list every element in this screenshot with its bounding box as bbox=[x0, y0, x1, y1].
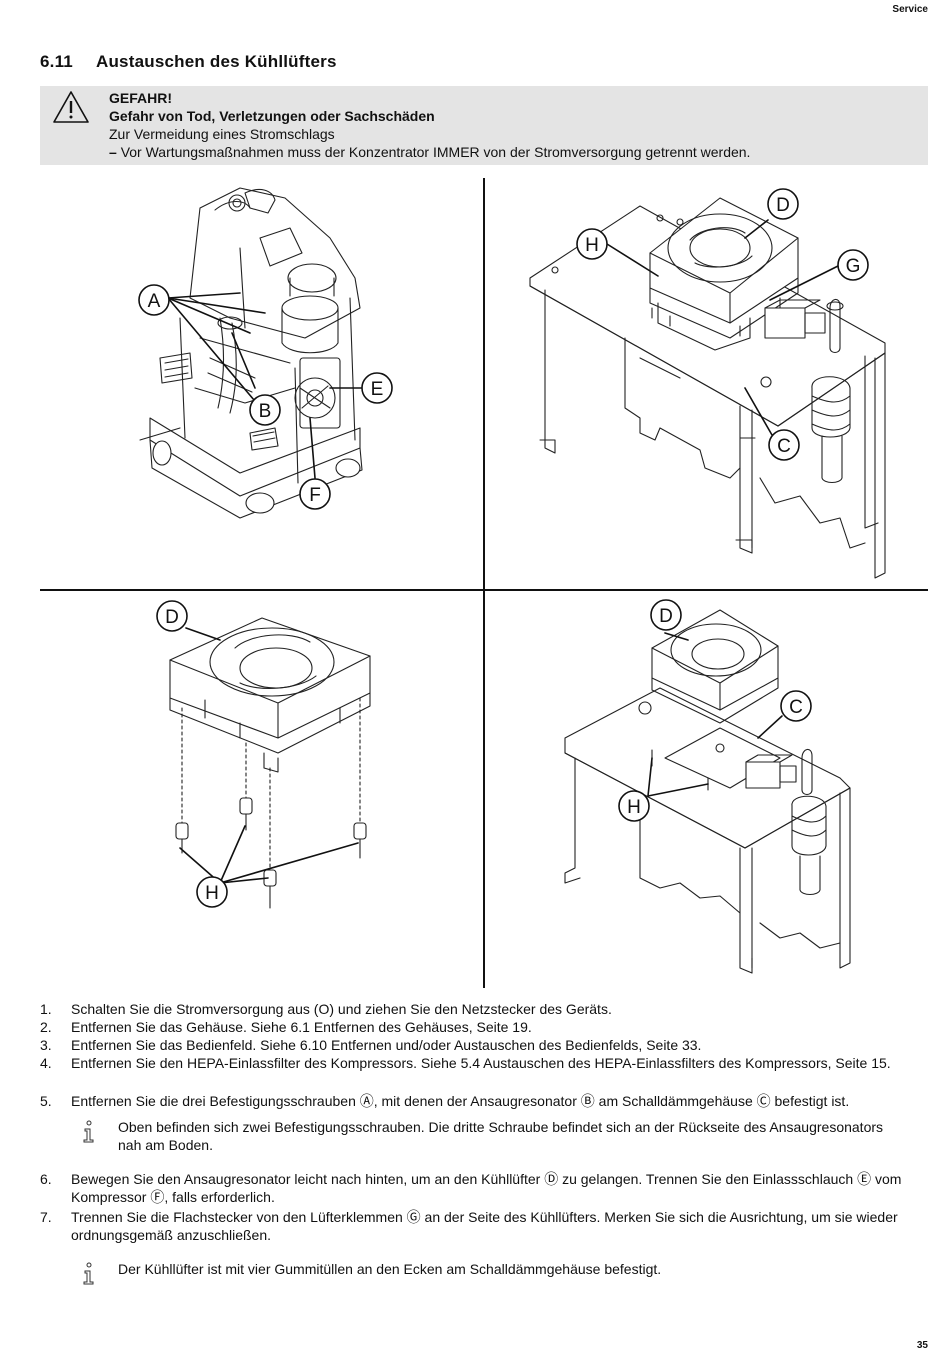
callout-h-top bbox=[576, 228, 608, 260]
callout-b bbox=[249, 394, 281, 426]
callout-e bbox=[361, 372, 393, 404]
warning-subheading: Gefahr von Tod, Verletzungen oder Sachsc… bbox=[109, 108, 435, 124]
page-number: 35 bbox=[916, 1340, 928, 1351]
callout-h-top-label: H bbox=[585, 235, 599, 256]
callout-f bbox=[299, 478, 331, 510]
callout-f-label: F bbox=[309, 485, 321, 506]
section-title-text: Austauschen des Kühllüfters bbox=[96, 52, 337, 71]
callout-h-left bbox=[196, 876, 228, 908]
callout-a bbox=[138, 284, 170, 316]
step-number: 1. bbox=[40, 1001, 52, 1017]
step-number: 3. bbox=[40, 1037, 52, 1053]
illustration-grid: A B E F bbox=[40, 178, 928, 988]
warning-text: Zur Vermeidung eines Stromschlags bbox=[109, 126, 335, 142]
callout-h-right bbox=[618, 790, 650, 822]
step-number: 6. bbox=[40, 1171, 52, 1187]
callout-e-label: E bbox=[371, 379, 384, 400]
callout-d-left-label: D bbox=[165, 607, 179, 628]
callout-d-top-label: D bbox=[776, 195, 790, 216]
callout-c-right bbox=[780, 690, 812, 722]
callout-c-top bbox=[768, 429, 800, 461]
concentrator-interior-illustration bbox=[139, 187, 363, 519]
callout-d-right bbox=[650, 599, 682, 631]
callout-c-top-label: C bbox=[777, 436, 791, 457]
warning-heading: GEFAHR! bbox=[109, 90, 172, 106]
step-number: 2. bbox=[40, 1019, 52, 1035]
step-number: 4. bbox=[40, 1055, 52, 1071]
danger-warning-box: GEFAHR! Gefahr von Tod, Verletzungen ode… bbox=[40, 86, 928, 165]
enclosure-fan-illustration bbox=[529, 197, 886, 579]
fan-removed-enclosure-illustration bbox=[564, 609, 851, 974]
step-text: Bewegen Sie den Ansaugresonator leicht n… bbox=[71, 1171, 902, 1205]
warning-bullet: – Vor Wartungsmaßnahmen muss der Konzent… bbox=[109, 143, 750, 161]
step-text: Entfernen Sie das Gehäuse. Siehe 6.1 Ent… bbox=[71, 1019, 532, 1035]
callout-d-left bbox=[156, 600, 188, 632]
step-text: Entfernen Sie das Bedienfeld. Siehe 6.10… bbox=[71, 1037, 702, 1053]
step-text: Entfernen Sie die drei Befestigungsschra… bbox=[71, 1093, 850, 1109]
callout-a-label: A bbox=[148, 291, 161, 312]
warning-triangle-icon bbox=[53, 91, 89, 123]
rubber-grommet bbox=[353, 822, 367, 859]
callout-h-left-label: H bbox=[205, 883, 219, 904]
exploded-fan-illustration bbox=[169, 617, 371, 909]
info-icon bbox=[83, 1262, 94, 1285]
callout-c-right-label: C bbox=[789, 697, 803, 718]
step-number: 5. bbox=[40, 1093, 52, 1109]
info-icon bbox=[83, 1120, 94, 1143]
callout-g bbox=[837, 249, 869, 281]
header-section-label: Service bbox=[892, 4, 928, 15]
section-number: 6.11 bbox=[40, 52, 73, 71]
page-title: 6.11 Austauschen des Kühllüfters bbox=[40, 52, 337, 72]
rubber-grommet bbox=[263, 869, 277, 909]
step-text: Schalten Sie die Stromversorgung aus (O)… bbox=[71, 1001, 612, 1017]
step-text: Entfernen Sie den HEPA-Einlassfilter des… bbox=[71, 1055, 891, 1071]
warning-bullet-dash: – bbox=[109, 144, 117, 160]
callout-d-top bbox=[767, 188, 799, 220]
rubber-grommet bbox=[175, 822, 189, 854]
callout-g-label: G bbox=[846, 256, 861, 277]
step-text: Trennen Sie die Flachstecker von den Lüf… bbox=[71, 1209, 898, 1243]
callout-b-label: B bbox=[259, 401, 272, 422]
rubber-grommet bbox=[239, 797, 253, 831]
step-number: 7. bbox=[40, 1209, 52, 1225]
info-note-text: Oben befinden sich zwei Befestigungsschr… bbox=[118, 1119, 884, 1153]
callout-d-right-label: D bbox=[659, 606, 673, 627]
warning-bullet-text: Vor Wartungsmaßnahmen muss der Konzentra… bbox=[120, 144, 751, 160]
info-note-text: Der Kühllüfter ist mit vier Gummitüllen … bbox=[118, 1261, 662, 1277]
callout-h-right-label: H bbox=[627, 797, 641, 818]
